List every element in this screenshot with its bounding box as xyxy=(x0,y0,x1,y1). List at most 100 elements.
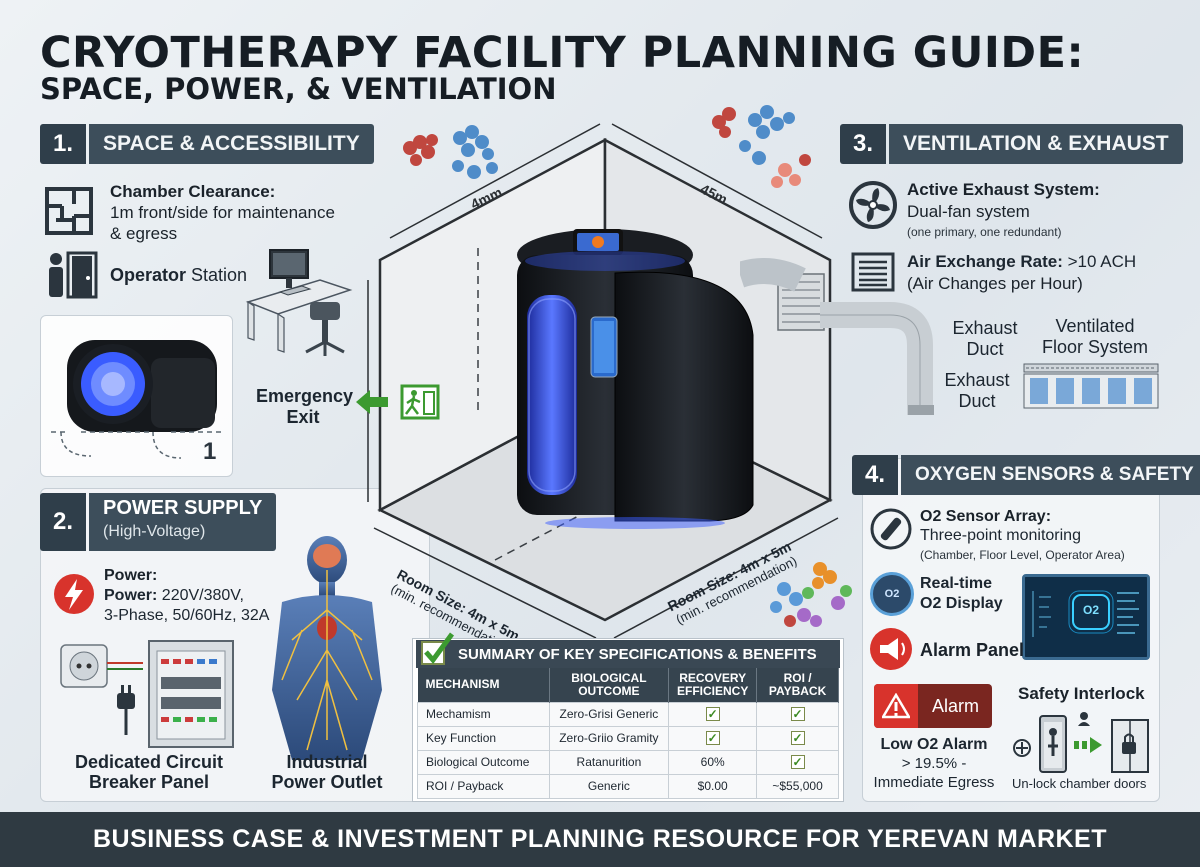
section-2-label-box: POWER SUPPLY (High-Voltage) xyxy=(89,493,277,551)
section-1-header: 1. SPACE & ACCESSIBILITY xyxy=(40,124,374,164)
clearance-title: Chamber Clearance: xyxy=(110,182,276,201)
summary-header: SUMMARY OF KEY SPECIFICATIONS & BENEFITS xyxy=(416,632,840,668)
o2-monitor-graphic xyxy=(1025,577,1147,657)
table-cell: ✓ xyxy=(756,725,839,751)
low-o2-alarm-block: Low O2 Alarm > 19.5% - Immediate Egress xyxy=(873,736,995,791)
exhaust-duct-label-2: Exhaust Duct xyxy=(944,370,1010,411)
molecule-decoration-top-left xyxy=(403,125,498,179)
col-mechanism: MECHANISM xyxy=(417,668,550,702)
floor-plan-icon xyxy=(45,187,93,235)
table-cell: ~$55,000 xyxy=(756,773,839,799)
table-cell: ✓ xyxy=(668,701,758,727)
air-exchange-line-1: Air Exchange Rate: >10 ACH xyxy=(907,252,1137,271)
emergency-exit-icon xyxy=(356,384,440,420)
check-icon: ✓ xyxy=(790,707,805,721)
table-cell: 60% xyxy=(668,749,758,775)
summary-table-header-row: MECHANISM BIOLOGICAL OUTCOME RECOVERY EF… xyxy=(417,668,839,702)
exhaust-fan-icon xyxy=(849,181,897,229)
inset-number: 1 xyxy=(203,438,217,465)
sensor-array-title: O2 Sensor Array: xyxy=(920,508,1052,525)
table-cell: Key Function xyxy=(417,725,550,751)
summary-title: SUMMARY OF KEY SPECIFICATIONS & BENEFITS xyxy=(458,645,817,663)
summary-table: MECHANISM BIOLOGICAL OUTCOME RECOVERY EF… xyxy=(417,668,839,799)
molecule-decoration-bottom xyxy=(770,562,852,627)
operator-station-label: Operator Station xyxy=(110,265,248,285)
table-cell: Zero-Grisi Generic xyxy=(548,701,670,727)
exhaust-duct-illustration xyxy=(740,258,934,415)
clearance-line-1: 1m front/side for maintenance xyxy=(110,203,335,222)
breaker-panel-label: Dedicated Circuit Breaker Panel xyxy=(74,752,224,792)
warning-icon xyxy=(874,684,918,728)
cryo-chamber-illustration xyxy=(517,229,754,529)
check-icon: ✓ xyxy=(790,731,805,745)
o2-screen-label: O2 xyxy=(1083,603,1100,617)
ventilated-floor-illustration xyxy=(1023,363,1159,409)
exhaust-line-1: Dual-fan system xyxy=(907,202,1030,221)
section-1-number: 1. xyxy=(40,124,86,164)
air-vent-icon xyxy=(851,252,895,292)
table-cell: ROI / Payback xyxy=(417,773,550,799)
checkmark-icon xyxy=(421,632,455,665)
section-3-number: 3. xyxy=(840,124,886,164)
safety-interlock-caption: Un-lock chamber doors xyxy=(1012,776,1147,791)
col-biological-outcome: BIOLOGICAL OUTCOME xyxy=(549,668,670,702)
safety-interlock-illustration xyxy=(1013,712,1149,773)
section-1-label: SPACE & ACCESSIBILITY xyxy=(89,124,374,164)
footer-text: BUSINESS CASE & INVESTMENT PLANNING RESO… xyxy=(92,825,1107,853)
alarm-horn-icon xyxy=(870,628,912,670)
section-2-number: 2. xyxy=(40,493,86,551)
check-icon: ✓ xyxy=(705,731,720,745)
exhaust-line-2: (one primary, one redundant) xyxy=(907,225,1062,239)
table-cell: Mechamism xyxy=(417,701,550,727)
check-icon: ✓ xyxy=(705,707,720,721)
human-nervous-system-illustration xyxy=(272,536,382,760)
molecule-decoration-top-right xyxy=(712,105,811,188)
footer-banner: BUSINESS CASE & INVESTMENT PLANNING RESO… xyxy=(0,812,1200,867)
table-cell: Zero-Griio Gramity xyxy=(548,725,670,751)
section-4-number: 4. xyxy=(852,455,898,495)
summary-table-wrap: MECHANISM BIOLOGICAL OUTCOME RECOVERY EF… xyxy=(417,668,839,799)
section-2-sublabel: (High-Voltage) xyxy=(103,523,206,540)
sensor-array-line-1: Three-point monitoring xyxy=(920,527,1081,544)
col-roi-payback: ROI / PAYBACK xyxy=(756,668,839,702)
alarm-button[interactable]: Alarm xyxy=(874,684,992,728)
alarm-panel-label: Alarm Panel xyxy=(920,640,1025,660)
table-cell: $0.00 xyxy=(668,773,758,799)
o2-display-badge: O2 xyxy=(870,572,914,616)
page-title: CRYOTHERAPY FACILITY PLANNING GUIDE: xyxy=(40,28,1085,78)
ventilated-floor-label: Ventilated Floor System xyxy=(1041,316,1149,357)
lightning-bolt-icon xyxy=(54,574,94,614)
exhaust-duct-label-1: Exhaust Duct xyxy=(952,318,1018,359)
power-spec-line-1: Power: 220V/380V, xyxy=(104,587,244,604)
safety-interlock-title: Safety Interlock xyxy=(1018,684,1145,703)
table-cell: ✓ xyxy=(668,725,758,751)
table-cell: Ratanurition xyxy=(548,749,670,775)
section-2-label: POWER SUPPLY xyxy=(103,497,263,519)
section-2-header: 2. POWER SUPPLY (High-Voltage) xyxy=(40,493,277,551)
breaker-panel-illustration xyxy=(60,640,234,748)
o2-display-label: Real-time O2 Display xyxy=(920,575,1003,612)
section-3-header: 3. VENTILATION & EXHAUST xyxy=(840,124,1183,164)
chamber-top-view-inset: 1 xyxy=(40,315,233,477)
o2-monitor-screen: O2 xyxy=(1022,574,1150,660)
page-subtitle: SPACE, POWER, & VENTILATION xyxy=(40,72,557,106)
section-3-label: VENTILATION & EXHAUST xyxy=(889,124,1183,164)
section-4-header: 4. OXYGEN SENSORS & SAFETY xyxy=(852,455,1200,495)
table-cell: ✓ xyxy=(756,701,839,727)
check-icon: ✓ xyxy=(790,755,805,769)
operator-desk-illustration xyxy=(245,249,353,356)
alarm-button-label: Alarm xyxy=(932,695,980,716)
power-title: Power: xyxy=(104,567,158,584)
table-cell: Biological Outcome xyxy=(417,749,550,775)
exhaust-title: Active Exhaust System: xyxy=(907,180,1100,199)
operator-door-icon xyxy=(49,251,98,299)
col-recovery-efficiency: RECOVERY EFFICIENCY xyxy=(668,668,758,702)
table-cell: Generic xyxy=(548,773,670,799)
emergency-exit-label: Emergency Exit xyxy=(256,386,354,427)
sensor-array-line-2: (Chamber, Floor Level, Operator Area) xyxy=(920,548,1125,562)
